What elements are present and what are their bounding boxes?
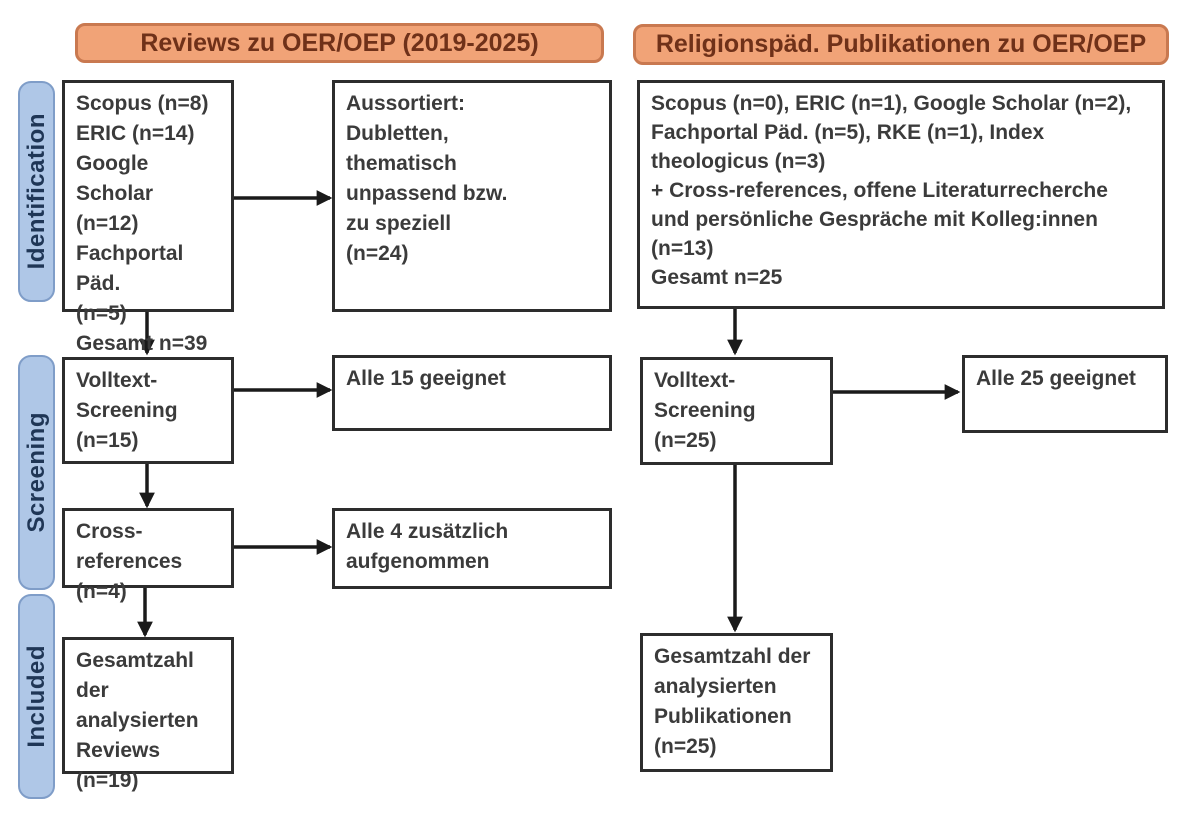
box-left-eligible: Alle 15 geeignet xyxy=(332,355,612,431)
box-right-sources: Scopus (n=0), ERIC (n=1), Google Scholar… xyxy=(637,80,1165,309)
box-left-added: Alle 4 zusätzlich aufgenommen xyxy=(332,508,612,589)
box-right-included-total: Gesamtzahl der analysierten Publikatione… xyxy=(640,633,833,772)
box-left-excluded: Aussortiert: Dubletten, thematisch unpas… xyxy=(332,80,612,312)
stage-screening-label: Screening xyxy=(22,412,50,533)
box-left-fulltext-screening: Volltext- Screening (n=15) xyxy=(62,357,234,464)
box-left-crossreferences: Cross-references (n=4) xyxy=(62,508,234,603)
column-header-religionspaed: Religionspäd. Publikationen zu OER/OEP xyxy=(633,24,1169,65)
stage-identification: Identification xyxy=(18,81,55,302)
box-left-included-total: Gesamtzahl der analysierten Reviews (n=1… xyxy=(62,637,234,792)
stage-included-label: Included xyxy=(22,645,50,748)
stage-screening: Screening xyxy=(18,355,55,590)
stage-included: Included xyxy=(18,594,55,799)
box-left-sources: Scopus (n=8) ERIC (n=14) Google Scholar … xyxy=(62,80,234,355)
box-right-eligible: Alle 25 geeignet xyxy=(962,355,1168,433)
box-right-fulltext-screening: Volltext- Screening (n=25) xyxy=(640,357,833,465)
column-header-reviews: Reviews zu OER/OEP (2019-2025) xyxy=(75,23,604,63)
stage-identification-label: Identification xyxy=(22,113,50,270)
